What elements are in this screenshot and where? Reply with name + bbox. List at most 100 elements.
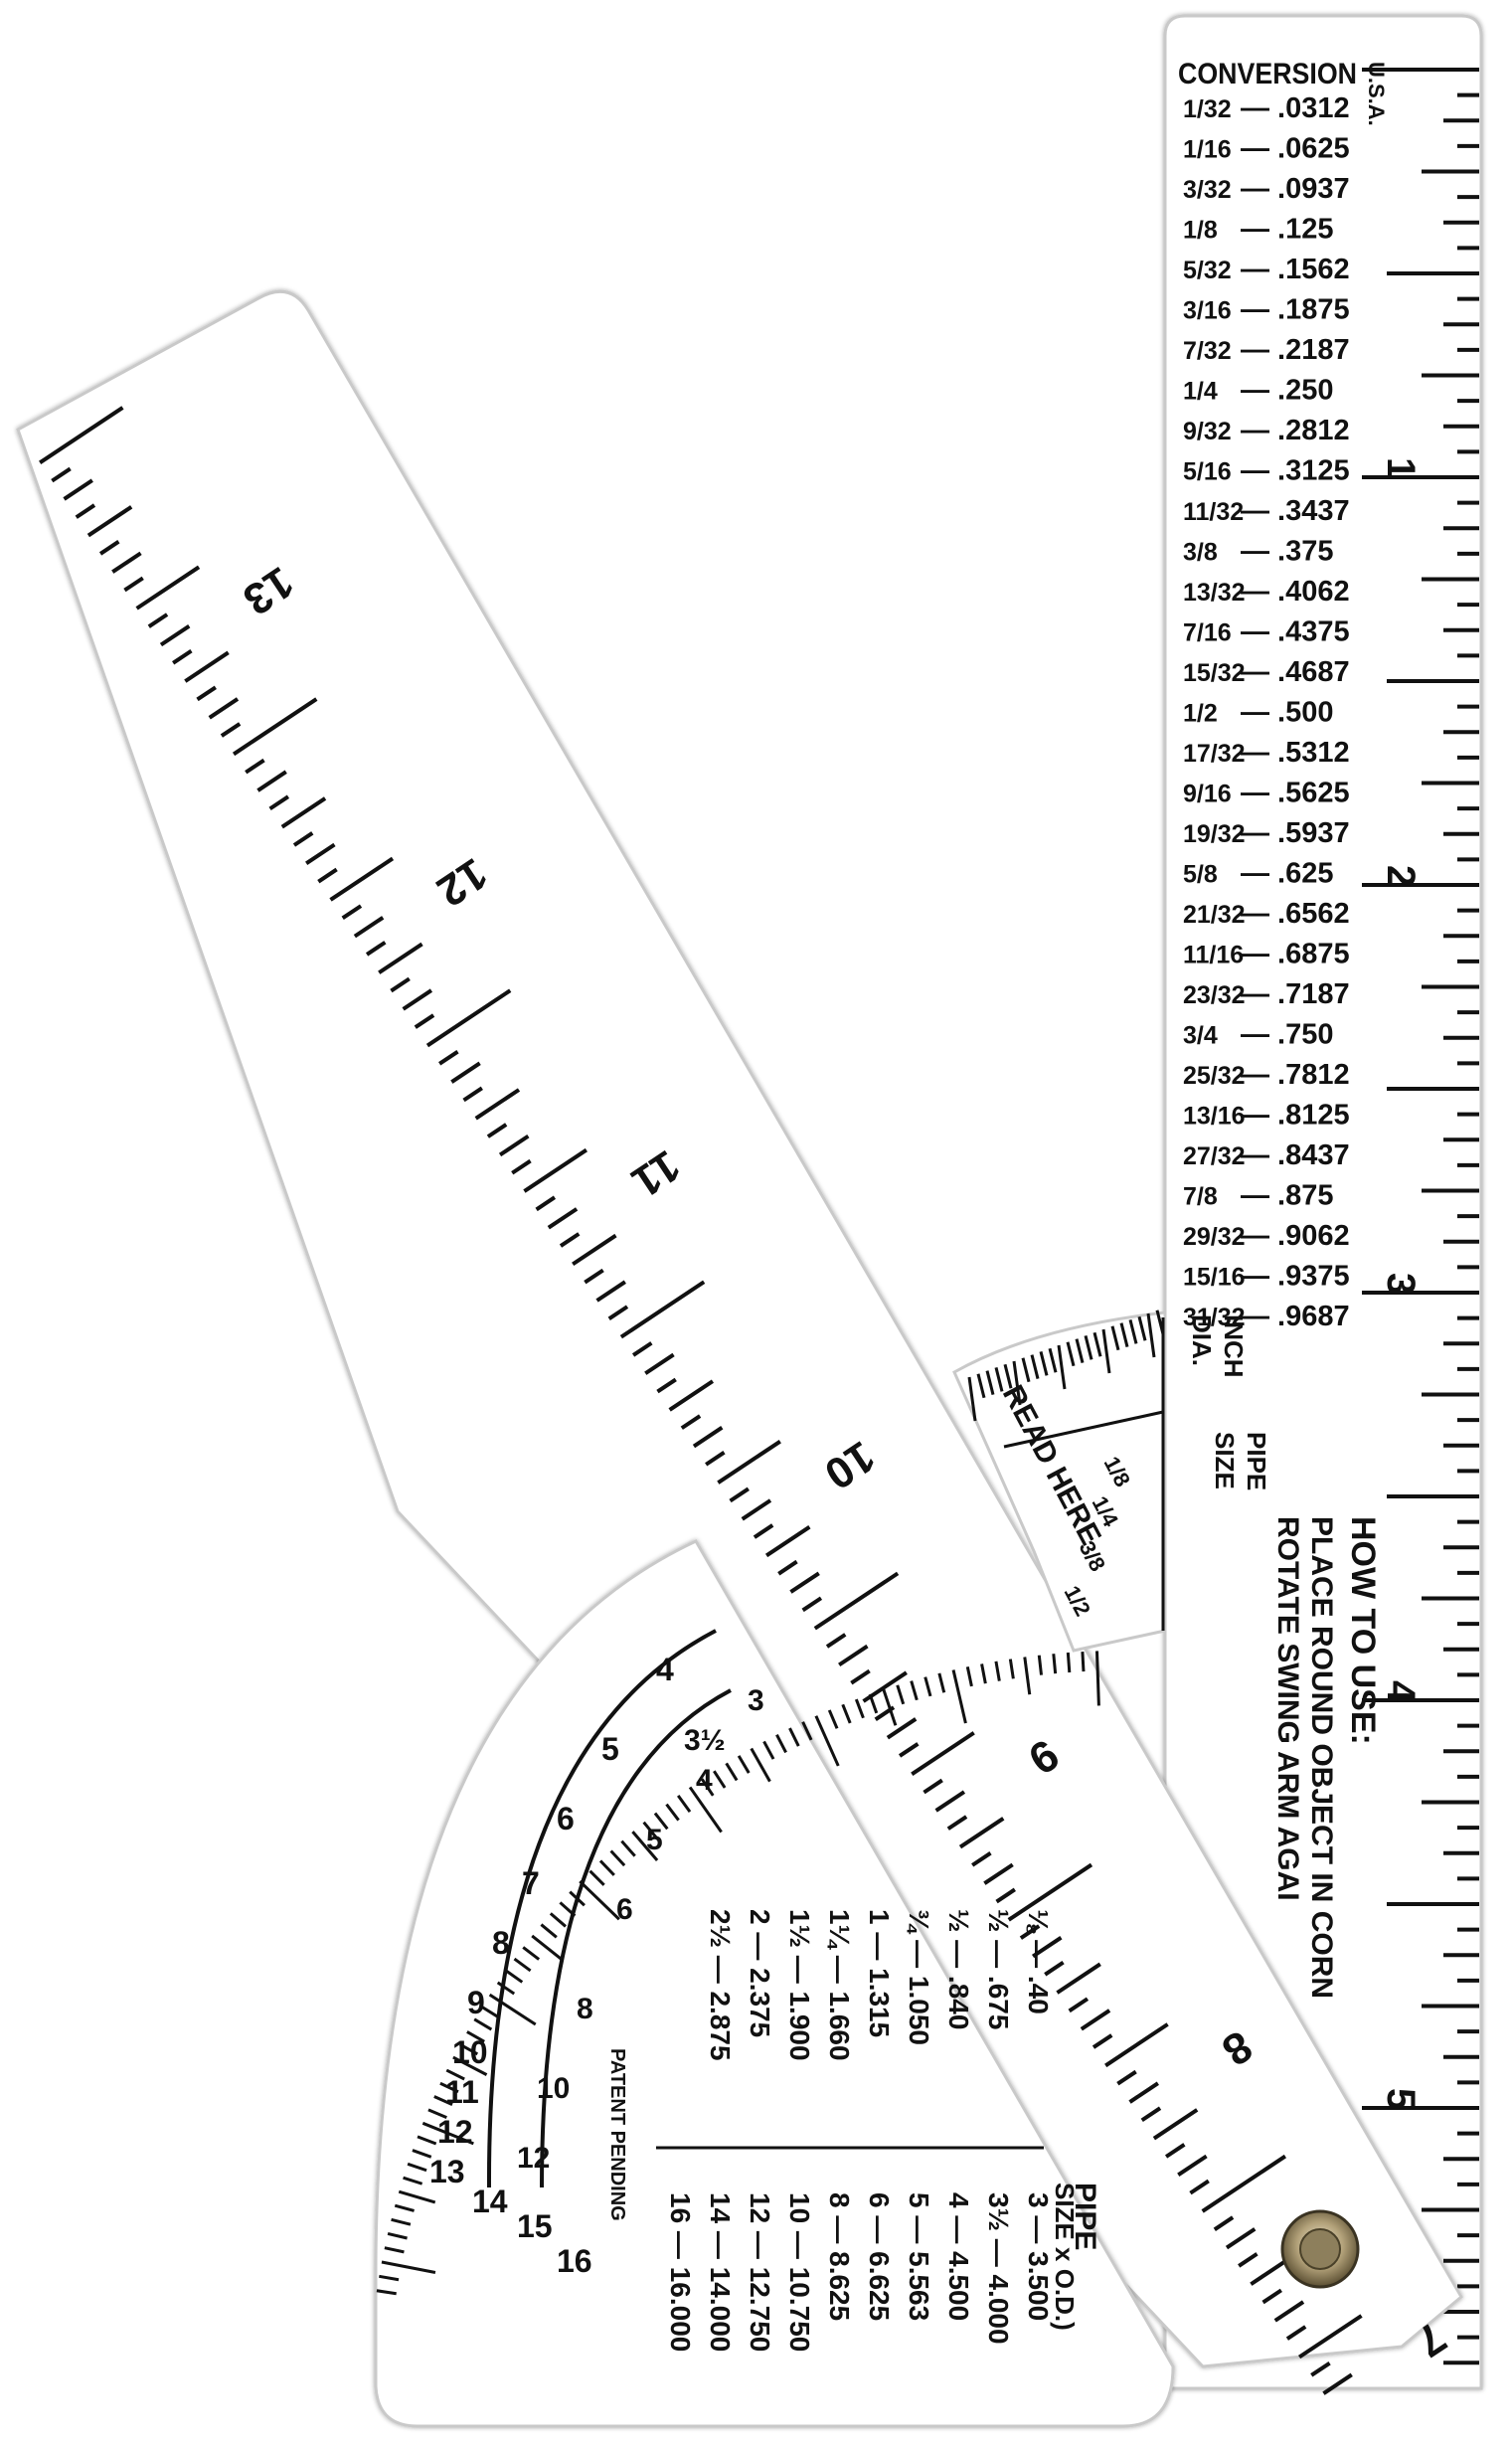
dial-tick: [1146, 1312, 1156, 1358]
conversion-row: 7/32— .2187: [1183, 334, 1350, 366]
arm-tick: [317, 867, 338, 884]
protractor-tick: [466, 2030, 485, 2043]
arm-tick: [341, 904, 363, 920]
arm-tick: [425, 988, 512, 1048]
arm-tick: [268, 794, 290, 811]
conversion-row: 3/32— .0937: [1183, 173, 1350, 205]
arm-tick: [1225, 2227, 1257, 2250]
arm-tick: [753, 1523, 774, 1539]
dial-tick: [1084, 1335, 1093, 1360]
arm-tick: [196, 685, 217, 702]
arm-tick: [777, 1559, 798, 1576]
arm-tick: [1044, 1960, 1065, 1977]
conversion-row: 1/32— .0312: [1183, 92, 1350, 124]
conversion-decimal: — .4687: [1241, 656, 1350, 688]
arm-tick: [1068, 1997, 1090, 2013]
arm-tick: [39, 406, 124, 464]
protractor-tick: [480, 2006, 500, 2019]
protractor-body: [374, 1539, 1175, 2428]
dial-body: [952, 1311, 1167, 1653]
conversion-fraction: 1/8: [1183, 217, 1218, 245]
arm-tick: [329, 856, 395, 902]
conversion-decimal: — .9062: [1241, 1220, 1350, 1252]
conversion-decimal: — .1875: [1241, 294, 1350, 326]
protractor-tick: [588, 1869, 605, 1886]
conversion-fraction: 3/8: [1183, 539, 1218, 567]
conversion-decimal: — .5312: [1241, 737, 1350, 769]
protractor-tick: [951, 1669, 967, 1724]
arm-tick: [825, 1633, 847, 1649]
pipe-table-row: 3 — 3.500: [1023, 2192, 1054, 2321]
conversion-decimal: — .500: [1241, 697, 1334, 729]
conversion-decimal: — .0625: [1241, 133, 1350, 165]
conversion-fraction: 31/32: [1183, 1304, 1246, 1331]
conversion-decimal: — .7812: [1241, 1059, 1350, 1091]
arm-tick: [584, 1268, 604, 1285]
arm-tick: [607, 1305, 629, 1320]
protractor-tick: [665, 1803, 680, 1822]
arm-tick: [1019, 1924, 1041, 1940]
protractor-tick: [445, 2068, 465, 2081]
conversion-fraction: 23/32: [1183, 981, 1246, 1009]
arm-tick: [717, 1439, 781, 1485]
conversion-fraction: 27/32: [1183, 1142, 1246, 1170]
arm-tick: [172, 648, 193, 665]
arm-tick: [1128, 2081, 1159, 2104]
conversion-fraction: 3/16: [1183, 297, 1232, 325]
outer-size-label: 4: [656, 1652, 674, 1687]
conversion-row: 3/4— .750: [1183, 1019, 1334, 1051]
arm-tick: [1189, 2179, 1210, 2195]
ruler-number: 4: [1379, 1680, 1423, 1703]
conversion-row: 29/32— .9062: [1183, 1220, 1350, 1252]
swing-arm-body: [16, 289, 1463, 2368]
dial-tick: [1128, 1319, 1138, 1344]
outer-size-label: 13: [429, 2154, 465, 2189]
conversion-row: 13/32— .4062: [1183, 576, 1350, 608]
conversion-decimal: — .4375: [1241, 616, 1350, 648]
protractor-tick: [433, 2095, 453, 2107]
pipe-table-row: 2½ — 2.875: [705, 1909, 736, 2061]
arm-tick: [838, 1644, 869, 1667]
conversion-decimal: — .625: [1241, 858, 1334, 890]
conversion-row: 1/8— .125: [1183, 214, 1334, 246]
protractor-tick: [407, 2162, 427, 2173]
arm-tick: [511, 1158, 532, 1175]
protractor-tick: [1094, 1651, 1100, 1706]
conversion-fraction: 5/8: [1183, 861, 1218, 889]
conversion-row: 1/4— .250: [1183, 375, 1334, 407]
arm-tick: [801, 1596, 823, 1613]
arm-tick: [923, 1778, 943, 1795]
arm-tick: [547, 1207, 579, 1230]
dial-tick: [1039, 1351, 1049, 1376]
protractor-tick: [762, 1740, 775, 1760]
pipe-table-row: ¾ — 1.050: [904, 1909, 934, 2045]
arm-tick: [256, 770, 287, 792]
inch-label: INCH: [1219, 1314, 1249, 1378]
conversion-fraction: 1/2: [1183, 700, 1218, 728]
outer-size-label: 8: [492, 1925, 510, 1961]
arm-tick: [523, 1147, 588, 1193]
conversion-decimal: — .0312: [1241, 92, 1350, 124]
pipe-table-row: 16 — 16.000: [665, 2192, 696, 2352]
arm-tick: [474, 1088, 521, 1121]
arm-tick: [51, 466, 72, 483]
pipe-table-row: 3½ — 4.000: [983, 2192, 1014, 2345]
protractor-tick: [688, 1786, 723, 1834]
conversion-decimal: — .3125: [1241, 455, 1350, 487]
conversion-fraction: 5/32: [1183, 257, 1232, 284]
protractor-tick: [540, 1923, 558, 1939]
conversion-row: 5/32— .1562: [1183, 254, 1350, 285]
arm-tick: [813, 1571, 900, 1631]
inner-size-label: 8: [577, 1993, 593, 2025]
arm-tick: [971, 1851, 992, 1867]
protractor-tick: [531, 1934, 563, 1961]
protractor-tick: [427, 2108, 447, 2120]
conversion-row: 15/32— .4687: [1183, 656, 1350, 688]
protractor-tick: [775, 1733, 787, 1754]
protractor-tick: [513, 1957, 532, 1973]
arm-tick: [729, 1486, 750, 1503]
arm-tick: [680, 1414, 702, 1430]
conversion-decimal: — .875: [1241, 1180, 1334, 1212]
